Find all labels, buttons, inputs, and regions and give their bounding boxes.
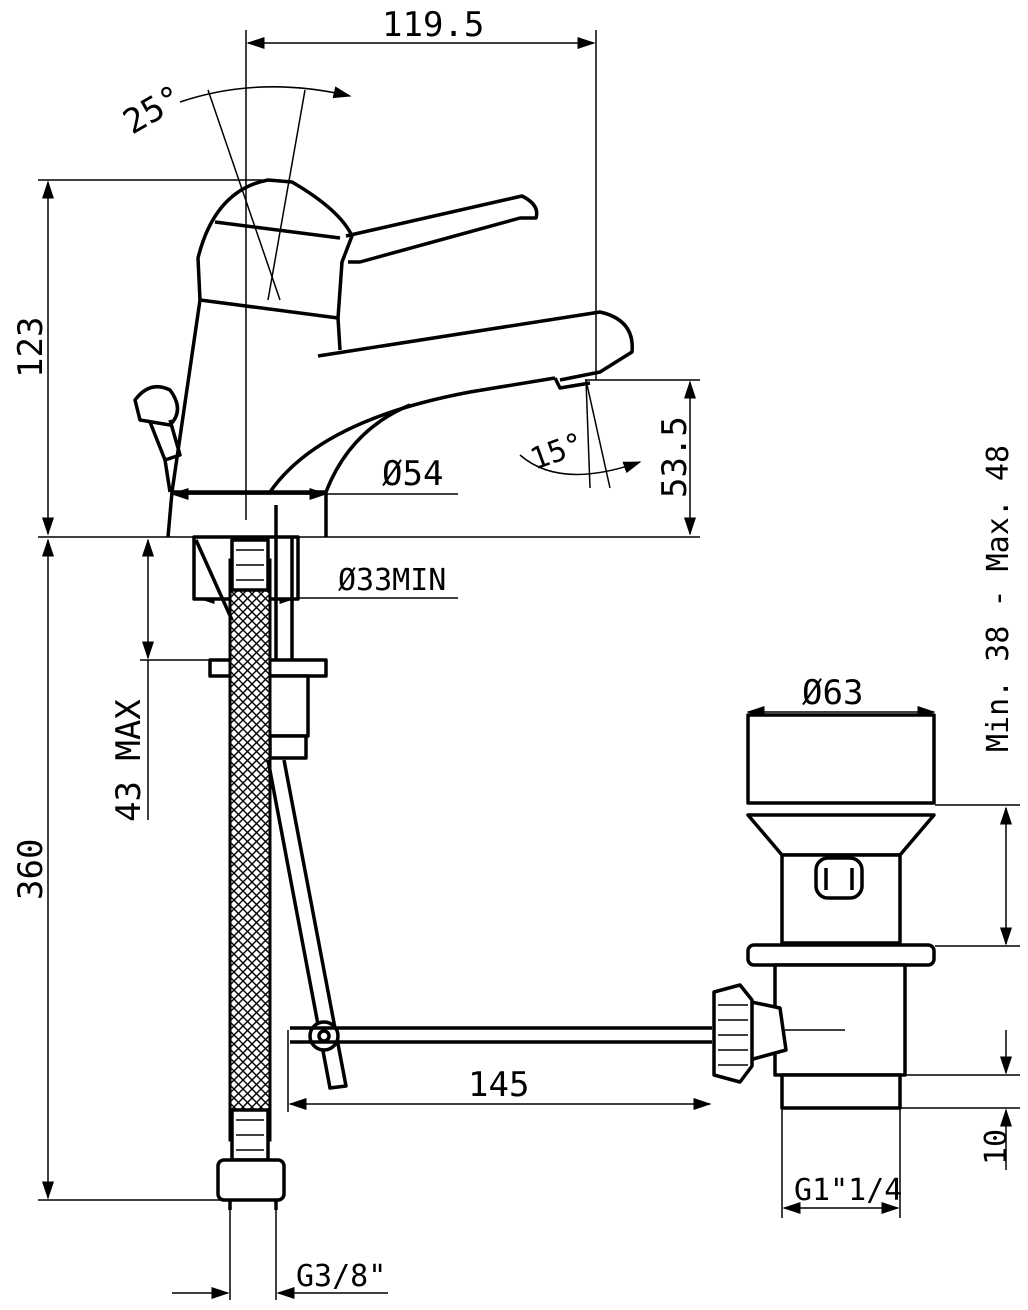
label-hole-min: Ø33MIN — [338, 563, 446, 598]
dim-drain-range: Min. 38 - Max. 48 — [935, 445, 1020, 947]
label-rod-length: 145 — [468, 1065, 529, 1105]
label-hose-length: 360 — [11, 839, 51, 900]
label-spout-height: 53.5 — [655, 416, 695, 498]
label-hose-thread: G3/8" — [296, 1259, 386, 1294]
dim-angle-spout: 15° — [519, 379, 642, 489]
label-drain-range: Min. 38 - Max. 48 — [981, 445, 1016, 752]
label-angle-handle: 25° — [117, 77, 190, 142]
drain-assembly — [712, 713, 936, 1110]
dim-deck-max: 43 MAX — [109, 538, 240, 822]
dim-hose-thread: G3/8" — [172, 1200, 388, 1300]
dim-base-diameter: Ø54 — [170, 454, 458, 500]
label-drain-diameter: Ø63 — [802, 673, 863, 713]
dim-spout-height: 53.5 — [585, 379, 700, 536]
label-width-top: 119.5 — [382, 5, 484, 45]
label-angle-spout: 15° — [526, 426, 589, 477]
label-drain-thread: G1"1/4 — [794, 1173, 902, 1208]
dim-drain-offset: 10 — [900, 1030, 1020, 1170]
label-deck-max: 43 MAX — [109, 699, 149, 822]
braided-hose — [216, 538, 286, 1210]
label-height-body: 123 — [11, 317, 51, 378]
label-drain-offset: 10 — [979, 1129, 1014, 1165]
faucet-body — [133, 178, 634, 538]
dim-hose-length: 360 — [11, 538, 240, 1201]
dim-height-body: 123 — [11, 179, 262, 536]
dim-rod-length: 145 — [287, 1030, 712, 1112]
popup-rod — [194, 539, 712, 1090]
dim-drain-thread: G1"1/4 — [781, 1108, 902, 1218]
dim-width-top: 119.5 — [245, 5, 597, 520]
dim-drain-diameter: Ø63 — [746, 673, 936, 718]
dim-angle-handle: 25° — [117, 77, 352, 301]
label-base-diameter: Ø54 — [382, 454, 443, 494]
